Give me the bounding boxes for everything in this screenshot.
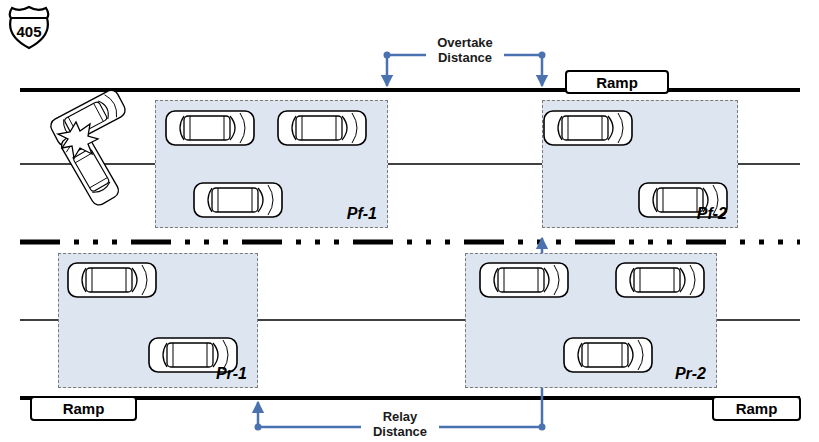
ramp-label: Ramp bbox=[63, 400, 105, 417]
platoon-label: Pf-1 bbox=[347, 205, 377, 223]
platoon-label: Pf-2 bbox=[697, 205, 727, 223]
ramp-box: Ramp bbox=[565, 70, 669, 94]
road-lines bbox=[20, 90, 800, 398]
ramp-label: Ramp bbox=[736, 400, 778, 417]
route-shield: 405 bbox=[8, 4, 50, 50]
crash-icon bbox=[48, 88, 128, 208]
distance-label: Overtake Distance bbox=[426, 35, 504, 65]
route-number: 405 bbox=[16, 23, 41, 40]
ramp-box: Ramp bbox=[712, 396, 801, 421]
ramp-box: Ramp bbox=[30, 396, 137, 421]
platoon-label: Pr-1 bbox=[216, 365, 247, 383]
car-icons bbox=[68, 111, 727, 372]
ramp-label: Ramp bbox=[596, 74, 638, 91]
distance-label: Relay Distance bbox=[361, 409, 439, 439]
platoon-label: Pr-2 bbox=[675, 365, 706, 383]
